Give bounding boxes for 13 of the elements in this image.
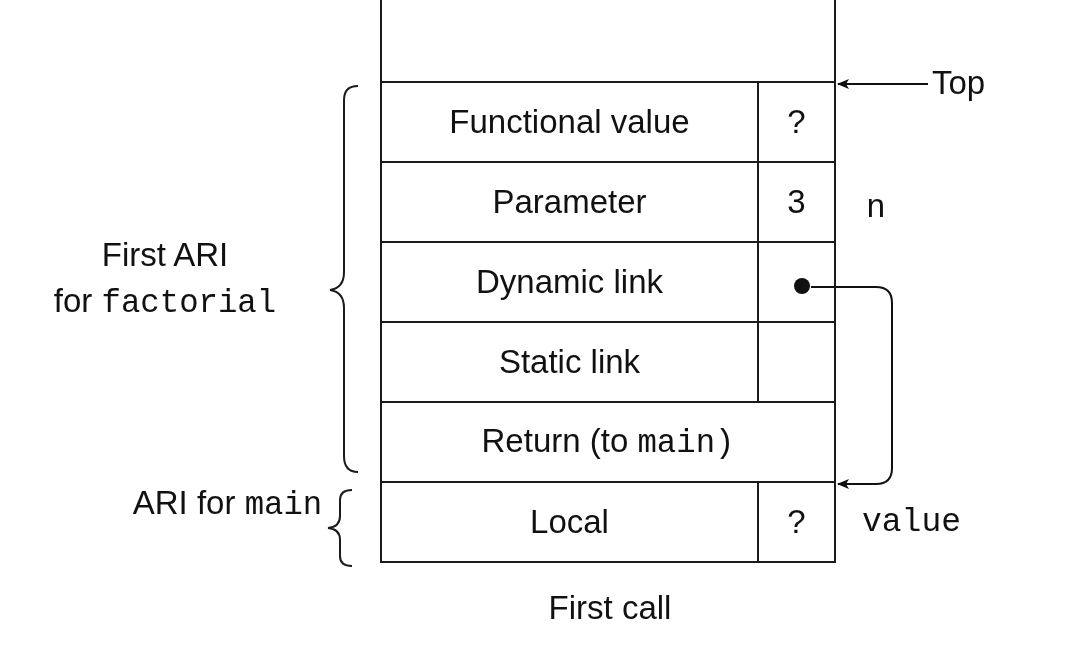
stack-wall — [380, 0, 836, 83]
table-cell: Local — [380, 481, 759, 563]
table-cell: ? — [757, 481, 836, 563]
table-cell: Return (to main) — [380, 401, 836, 483]
pointer-dot — [794, 278, 810, 294]
annotation-label: ARI for main — [131, 483, 324, 526]
arrow — [810, 286, 893, 489]
pointer-label: Top — [932, 60, 1002, 107]
caption: First call — [547, 588, 673, 628]
annotation-label: First ARI for factorial — [52, 235, 278, 325]
variable-name: value — [862, 503, 963, 543]
arrow — [837, 79, 929, 89]
variable-name: n — [866, 189, 887, 229]
